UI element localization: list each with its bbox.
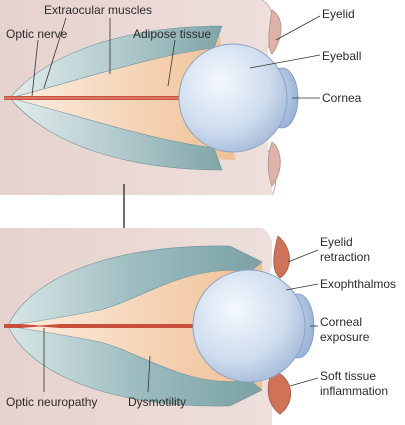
upper-eyelid [268,9,282,55]
top-panel: Extraocular muscles Optic nerve Adipose … [0,0,362,196]
label-optic-nerve: Optic nerve [6,27,68,41]
label-optic-neuropathy: Optic neuropathy [6,395,97,409]
label-eyelid-retraction-line1: Eyelid [320,235,353,249]
label-corneal-exposure-line2: exposure [320,330,370,344]
label-cornea: Cornea [322,91,362,105]
eyeball-proptosed [192,269,306,383]
bottom-leader-lines [43,249,319,393]
inferior-muscle-enlarged [7,325,263,407]
label-soft-tissue-inflammation: Soft tissue inflammation [320,369,388,398]
label-corneal-exposure: Corneal exposure [320,315,370,344]
superior-muscle-enlarged [7,245,263,327]
label-eyeball: Eyeball [322,49,361,63]
bottom-panel: Eyelid retraction Exophthalmos Corneal e… [0,228,396,425]
label-adipose-tissue: Adipose tissue [133,27,211,41]
label-eyelid-retraction: Eyelid retraction [320,235,370,264]
label-soft-tissue-line2: inflammation [320,384,388,398]
label-extraocular-muscles: Extraocular muscles [44,3,152,17]
soft-tissue-swelling [267,369,292,415]
label-eyelid-retraction-line2: retraction [320,250,370,264]
superior-muscle [9,25,223,99]
upper-eyelid-retracted [273,235,290,279]
optic-nerve-stretched [4,324,240,328]
lower-eyelid [267,141,281,187]
label-dysmotility: Dysmotility [128,395,186,409]
eyeball [178,43,288,153]
inferior-muscle [9,97,223,171]
top-leader-lines [31,15,321,99]
label-exophthalmos: Exophthalmos [320,277,396,291]
label-eyelid: Eyelid [322,7,355,21]
label-corneal-exposure-line1: Corneal [320,315,362,329]
label-soft-tissue-line1: Soft tissue [320,369,376,383]
